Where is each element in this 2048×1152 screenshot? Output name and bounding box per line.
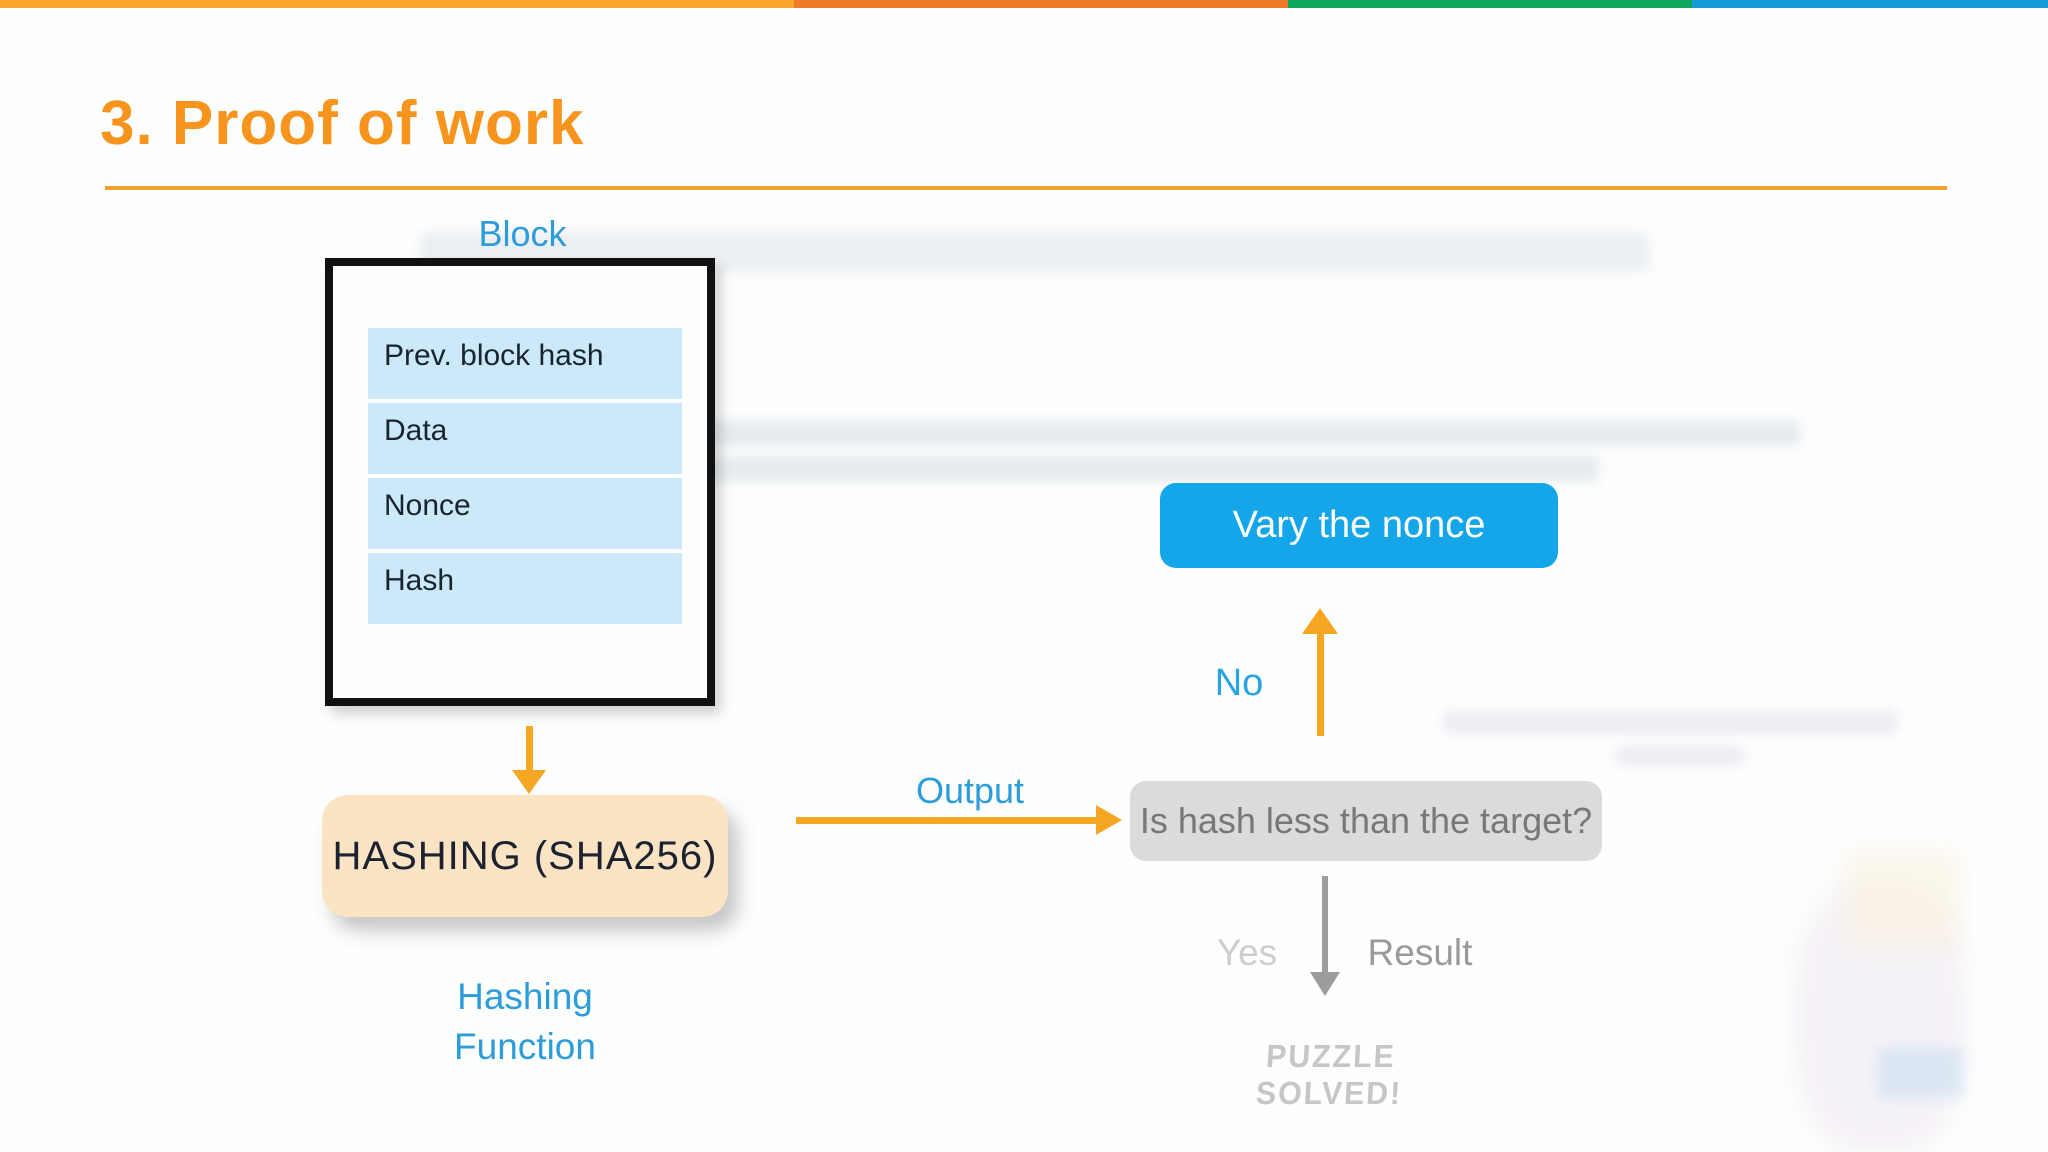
output-label: Output: [915, 770, 1025, 811]
vary-nonce-label: Vary the nonce: [1232, 504, 1486, 546]
no-label: No: [1214, 662, 1264, 704]
ghost-paragraph-line: [710, 420, 1800, 446]
arrow-decision-to-result: [1322, 876, 1328, 974]
arrow-hashing-to-decision: [796, 817, 1098, 824]
block-field-nonce: Nonce: [368, 478, 682, 549]
arrow-right-head-icon: [1096, 805, 1122, 835]
page-title: 3. Proof of work: [100, 89, 585, 158]
ghost-text-line: [1443, 710, 1898, 734]
yes-label: Yes: [1216, 932, 1278, 973]
puzzle-solved-label: PUZZLE SOLVED!: [1255, 1038, 1404, 1111]
block-label: Block: [478, 213, 567, 254]
arrow-down-head-gray-icon: [1310, 972, 1340, 996]
block-field-data: Data: [368, 403, 682, 474]
top-accent-bar: [0, 0, 2048, 8]
result-label: Result: [1367, 932, 1473, 973]
hashing-box: HASHING (SHA256): [322, 795, 728, 917]
vary-nonce-box: Vary the nonce: [1160, 483, 1558, 568]
block-field-hash: Hash: [368, 553, 682, 624]
arrow-down-head-icon: [512, 770, 546, 794]
ghost-text-line: [1615, 746, 1745, 766]
arrow-decision-to-vary: [1317, 630, 1324, 736]
arrow-block-to-hashing: [526, 726, 533, 772]
top-bar-segment-orange: [794, 0, 1288, 8]
block-field-prev-hash: Prev. block hash: [368, 328, 682, 399]
decision-box-label: Is hash less than the target?: [1139, 800, 1593, 841]
top-bar-segment-green: [1288, 0, 1692, 8]
block-fields: Prev. block hash Data Nonce Hash: [368, 328, 682, 628]
ghost-patch: [1845, 852, 1960, 947]
top-bar-segment-blue: [1692, 0, 2048, 8]
top-bar-segment-amber: [0, 0, 794, 8]
title-underline: [105, 186, 1947, 190]
ghost-paragraph-line: [710, 456, 1600, 482]
hashing-box-label: HASHING (SHA256): [332, 833, 718, 878]
ghost-patch: [1878, 1048, 1963, 1098]
arrow-up-head-icon: [1302, 608, 1338, 634]
decision-box: Is hash less than the target?: [1130, 781, 1602, 861]
